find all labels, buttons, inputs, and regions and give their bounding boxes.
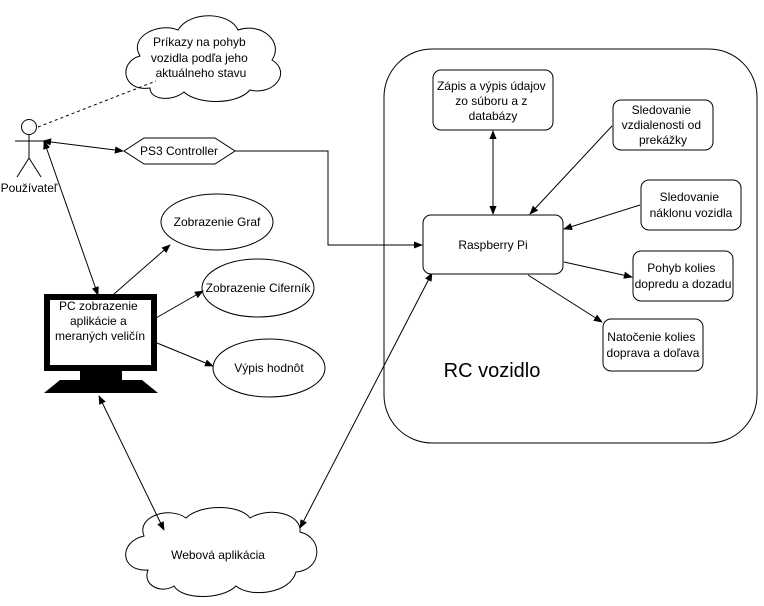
wheels-move-label: Pohyb kolies dopredu a dozadu bbox=[635, 261, 732, 291]
controller-raspberry-link bbox=[235, 150, 423, 249]
distance-sensor-node bbox=[612, 99, 714, 151]
rc-vehicle-title: RC vozidlo bbox=[444, 360, 541, 382]
distance-sensor-label: Sledovanie vzdialenosti od prekážky bbox=[622, 103, 705, 147]
web-app-label: Webová aplikácia bbox=[171, 548, 265, 562]
actor-label: Používateľ bbox=[1, 181, 58, 195]
pc-values-link bbox=[156, 342, 214, 367]
pc-webapp-link bbox=[98, 395, 165, 531]
distance-raspberry-link bbox=[529, 125, 613, 215]
actor-pc-link bbox=[43, 140, 99, 296]
thought-cloud bbox=[125, 15, 282, 102]
tilt-sensor-label: Sledovanie náklonu vozidla bbox=[650, 190, 733, 220]
cifernik-view-label: Zobrazenie Ciferník bbox=[206, 281, 312, 295]
wheels-turn-label: Natočenie kolies doprava a doľava bbox=[607, 330, 700, 360]
thought-cloud-text: Príkazy na pohyb vozidla podľa jeho aktu… bbox=[151, 35, 251, 80]
pc-label: PC zobrazenie aplikácie a meraných velič… bbox=[55, 299, 145, 343]
pc-monitor-icon bbox=[44, 294, 158, 393]
wheels-move-node bbox=[632, 250, 734, 302]
actor-user-icon bbox=[15, 119, 43, 178]
webapp-raspberry-link bbox=[299, 272, 433, 529]
graf-view-label: Zobrazenie Graf bbox=[174, 215, 261, 229]
tilt-sensor-node bbox=[640, 179, 742, 231]
raspberry-wheels-turn-link bbox=[527, 274, 603, 323]
graf-view-node bbox=[160, 193, 274, 251]
raspberry-pi-label: Raspberry Pi bbox=[458, 238, 527, 252]
actor-controller-link bbox=[42, 138, 124, 154]
database-label: Zápis a výpis údajov zo súboru a z datab… bbox=[437, 79, 549, 123]
raspberry-pi-node bbox=[422, 214, 564, 275]
ps3-controller-label: PS3 Controller bbox=[140, 144, 218, 158]
pc-graf-link bbox=[113, 244, 171, 295]
raspberry-wheels-move-link bbox=[563, 261, 633, 279]
values-list-label: Výpis hodnôt bbox=[234, 361, 304, 375]
tilt-raspberry-link bbox=[563, 204, 641, 230]
database-node bbox=[432, 69, 554, 131]
wheels-turn-node bbox=[602, 318, 704, 372]
pc-cifernik-link bbox=[155, 290, 204, 319]
